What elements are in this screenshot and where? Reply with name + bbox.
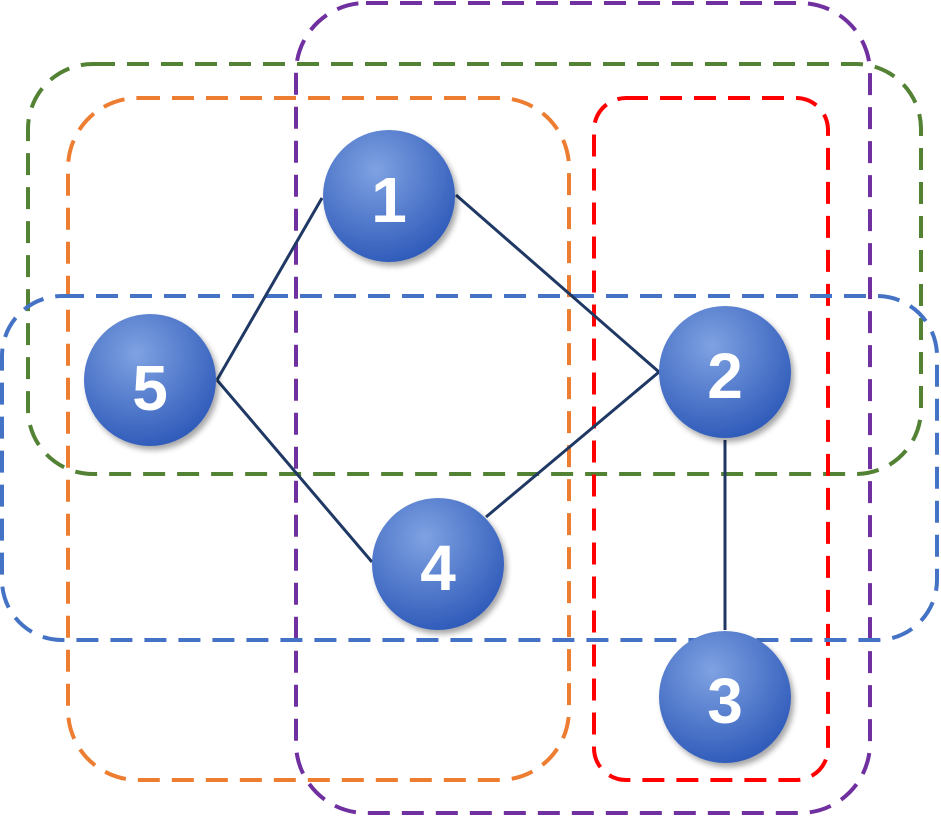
graph-edges [215, 193, 727, 630]
node-3-label: 3 [707, 665, 743, 737]
node-5[interactable]: 5 [84, 314, 216, 446]
node-5-label: 5 [132, 352, 168, 424]
group-blue [0, 294, 939, 642]
node-3[interactable]: 3 [659, 631, 791, 763]
node-4[interactable]: 4 [372, 498, 504, 630]
group-orange [66, 96, 571, 782]
graph-nodes: 1 2 3 4 5 [84, 130, 791, 763]
node-1[interactable]: 1 [323, 130, 455, 262]
group-red [592, 96, 830, 782]
edge-1-5 [215, 197, 324, 381]
node-2[interactable]: 2 [659, 306, 791, 438]
group-purple [294, 1, 872, 815]
edge-1-2 [455, 193, 660, 374]
group-green [26, 62, 923, 476]
edge-5-4 [215, 379, 374, 563]
edge-4-2 [485, 370, 660, 519]
node-1-label: 1 [371, 164, 407, 236]
node-2-label: 2 [707, 340, 743, 412]
node-4-label: 4 [420, 532, 456, 604]
